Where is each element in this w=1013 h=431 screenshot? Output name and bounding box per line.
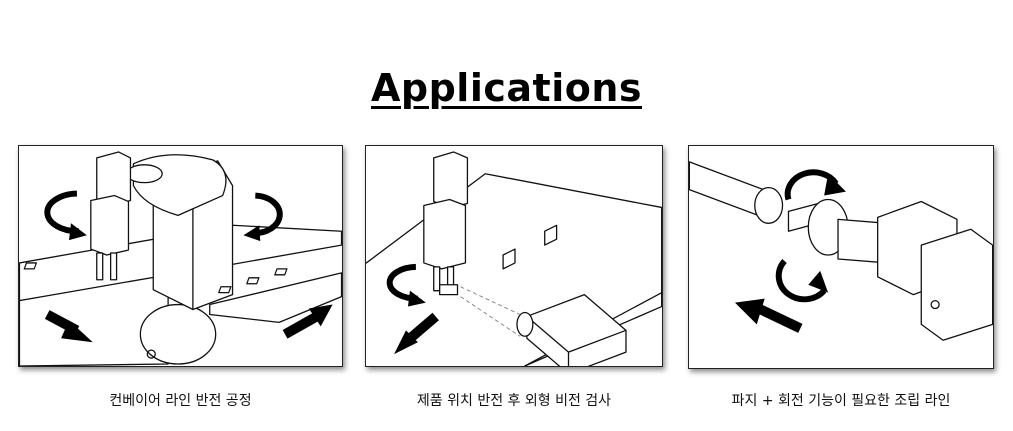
page-title: Applications xyxy=(0,66,1013,110)
caption-assembly: 파지 + 회전 기능이 필요한 조립 라인 xyxy=(731,393,951,409)
direction-arrow-icon xyxy=(44,310,93,343)
gripper-body xyxy=(423,198,467,270)
application-panel-conveyor xyxy=(18,145,343,367)
vision-inspection-illustration xyxy=(366,151,662,366)
rotate-arrow-icon xyxy=(386,263,426,307)
bracket-part xyxy=(544,224,558,246)
rotate-arrow-icon xyxy=(775,258,829,303)
rotate-arrow-icon xyxy=(44,190,87,241)
page-title-text: Applications xyxy=(371,66,642,110)
parts-right xyxy=(218,268,288,294)
roller-hub xyxy=(146,349,156,359)
gripper-body xyxy=(90,194,130,256)
application-panel-assembly xyxy=(688,145,994,369)
assembly-illustration xyxy=(689,161,993,341)
parts-left xyxy=(23,262,38,270)
direction-arrow-icon xyxy=(734,298,803,333)
camera-view-lines xyxy=(460,286,521,337)
conveyor-illustration xyxy=(19,151,342,366)
application-panel-vision xyxy=(365,145,663,367)
rotate-arrow-icon xyxy=(784,169,846,201)
bracket-part xyxy=(502,248,516,270)
direction-arrow-icon xyxy=(394,312,439,355)
rotate-arrow-icon xyxy=(243,192,283,242)
caption-vision: 제품 위치 반전 후 외형 비전 검사 xyxy=(416,393,612,409)
conveyor-roller xyxy=(139,303,217,365)
camera-lens xyxy=(516,311,534,337)
actuator-block xyxy=(920,228,993,341)
conveyor-side xyxy=(19,274,169,366)
held-part xyxy=(439,284,459,296)
arm-joint xyxy=(125,164,163,184)
caption-conveyor: 컨베이어 라인 반전 공정 xyxy=(109,393,252,409)
vision-camera xyxy=(526,294,627,366)
shaft-end xyxy=(754,186,784,224)
gripper-motor xyxy=(433,151,469,209)
gripper-fingers xyxy=(96,252,118,281)
direction-arrow-icon xyxy=(282,304,333,339)
